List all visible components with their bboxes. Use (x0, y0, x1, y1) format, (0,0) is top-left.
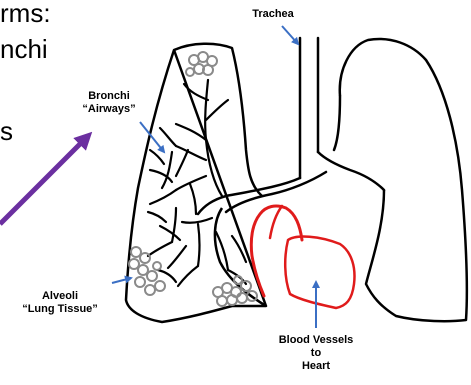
blood-vessels-label-line-2: to (266, 347, 366, 360)
blood-vessels-label-line-3: Heart (266, 360, 366, 373)
slide-list-fragment-2: s (0, 116, 13, 146)
trachea-arrow (282, 26, 298, 44)
alveoli-label-line-1: Alveoli (4, 290, 116, 303)
alveoli-cluster-top (186, 52, 217, 76)
bronchi-label-line-2: “Airways” (64, 103, 154, 116)
right-lung-inner-edge (334, 96, 340, 150)
main-bronchus-outline (198, 152, 384, 214)
blood-vessels-label: Blood Vessels to Heart (266, 334, 366, 373)
blood-vessels-label-line-1: Blood Vessels (266, 334, 366, 347)
bronchi-label-line-1: Bronchi (64, 90, 154, 103)
slide-title-fragment: rms: (0, 0, 51, 28)
alveoli-label-line-2: “Lung Tissue” (4, 303, 116, 316)
heart-outline (285, 237, 354, 308)
trachea-outline (300, 38, 318, 178)
blood-vessel-outline (251, 206, 302, 296)
alveoli-cluster-bottom (213, 276, 257, 306)
trachea-label: Trachea (238, 8, 308, 21)
alveoli-label: Alveoli “Lung Tissue” (4, 290, 116, 316)
slide-list-fragment-1: nchi (0, 34, 48, 64)
purple-pointer-arrow (0, 136, 88, 224)
blood-vessel-inner (270, 206, 282, 238)
bronchi-label: Bronchi “Airways” (64, 90, 154, 116)
right-lung-outline (340, 39, 467, 321)
